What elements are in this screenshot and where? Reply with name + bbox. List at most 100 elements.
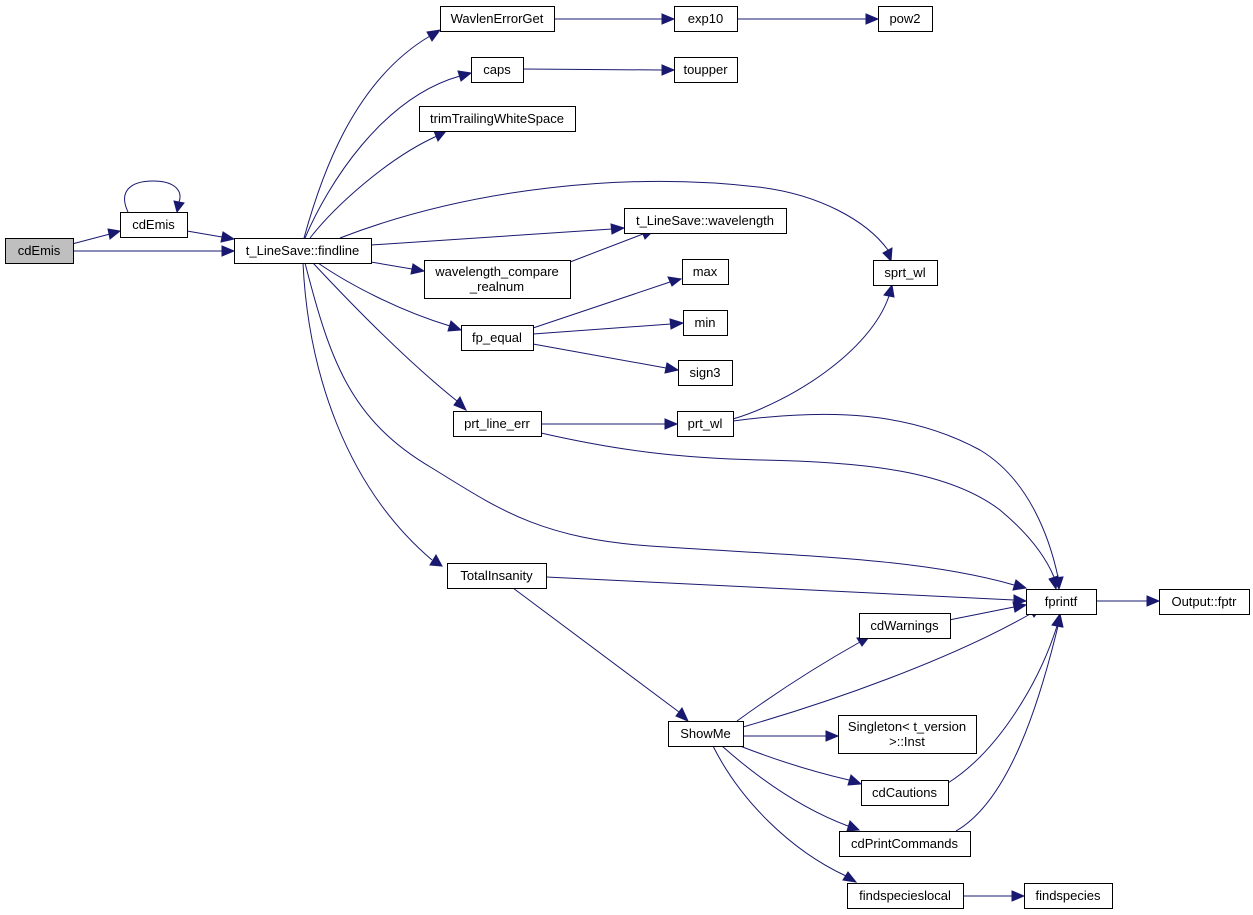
- node-prt_wl[interactable]: prt_wl: [677, 411, 734, 437]
- arrowhead-icon: [220, 231, 236, 243]
- node-label: min: [695, 315, 716, 330]
- arrowhead-icon: [610, 223, 626, 235]
- node-label: t_LineSave::wavelength: [636, 213, 774, 228]
- edge-line: [304, 262, 1015, 586]
- node-cdPrintCommands[interactable]: cdPrintCommands: [839, 831, 971, 857]
- arrowhead-icon: [661, 64, 676, 76]
- arrowhead-icon: [173, 200, 185, 214]
- edge-TotalInsanity-to-fprintf: [545, 576, 1028, 606]
- node-TotalInsanity[interactable]: TotalInsanity: [447, 563, 547, 589]
- node-label: >::Inst: [889, 734, 925, 749]
- arrowhead-icon: [883, 283, 895, 298]
- node-label: cdWarnings: [870, 618, 939, 633]
- edge-line: [522, 68, 663, 71]
- arrowhead-icon: [865, 13, 880, 25]
- node-trimTrailingWhiteSpace[interactable]: trimTrailingWhiteSpace: [419, 106, 576, 132]
- edge-findline-to-WavlenErrorGet: [303, 29, 442, 239]
- arrowhead-icon: [1146, 595, 1161, 607]
- edge-line: [71, 233, 111, 245]
- node-box: [838, 715, 977, 754]
- node-sprt_wl[interactable]: sprt_wl: [873, 260, 938, 286]
- node-findspecieslocal[interactable]: findspecieslocal: [847, 883, 964, 909]
- nodes-layer: cdEmiscdEmist_LineSave::findlineWavlenEr…: [5, 6, 1250, 909]
- node-box: [674, 6, 738, 32]
- node-label: cdCautions: [872, 785, 938, 800]
- edge-fprintf-to-fptr: [1096, 595, 1161, 607]
- arrowhead-icon: [1012, 601, 1028, 613]
- edge-line: [304, 75, 461, 239]
- edge-cdEmis-to-findline: [186, 230, 236, 243]
- edge-line: [370, 261, 413, 270]
- node-Singleton[interactable]: Singleton< t_version>::Inst: [838, 715, 977, 754]
- node-label: findspecies: [1035, 888, 1101, 903]
- node-cdEmis_root[interactable]: cdEmis: [5, 238, 74, 264]
- edge-line: [732, 295, 890, 420]
- node-label: _realnum: [469, 279, 524, 294]
- edge-line: [569, 233, 644, 263]
- edge-line: [512, 587, 680, 713]
- arrowhead-icon: [842, 871, 858, 883]
- edge-line: [532, 281, 671, 329]
- node-WavlenErrorGet[interactable]: WavlenErrorGet: [440, 6, 555, 32]
- node-label: Output::fptr: [1171, 594, 1237, 609]
- node-label: pow2: [889, 11, 920, 26]
- node-box: [447, 563, 547, 589]
- node-box: [861, 780, 949, 806]
- arrowhead-icon: [1052, 612, 1064, 628]
- node-label: fp_equal: [472, 330, 522, 345]
- node-wavelength[interactable]: t_LineSave::wavelength: [624, 208, 787, 234]
- edge-line: [732, 413, 1059, 578]
- node-box: [859, 613, 951, 639]
- node-fprintf[interactable]: fprintf: [1026, 589, 1097, 615]
- edge-ShowMe-to-cdCautions: [739, 745, 863, 786]
- arrowhead-icon: [664, 418, 679, 430]
- edge-line: [186, 230, 223, 238]
- node-max[interactable]: max: [682, 259, 729, 285]
- node-findline[interactable]: t_LineSave::findline: [234, 238, 372, 264]
- node-sign3[interactable]: sign3: [678, 360, 733, 386]
- node-label: t_LineSave::findline: [246, 243, 359, 258]
- edge-line: [721, 745, 849, 827]
- node-fp_equal[interactable]: fp_equal: [461, 325, 534, 351]
- node-pow2[interactable]: pow2: [878, 6, 933, 32]
- edge-line: [948, 606, 1015, 621]
- edges-layer: [71, 13, 1161, 902]
- node-cdCautions[interactable]: cdCautions: [861, 780, 949, 806]
- node-exp10[interactable]: exp10: [674, 6, 738, 32]
- edge-findline-to-fp_equal: [317, 262, 463, 332]
- node-toupper[interactable]: toupper: [674, 57, 738, 83]
- edge-findline-to-fprintf: [304, 262, 1028, 591]
- node-cdWarnings[interactable]: cdWarnings: [859, 613, 951, 639]
- edge-findline-to-wavelength_compare: [370, 261, 426, 275]
- node-label: ShowMe: [680, 726, 731, 741]
- arrowhead-icon: [410, 263, 426, 275]
- edge-ShowMe-to-findspecieslocal: [712, 745, 858, 883]
- node-box: [683, 310, 728, 336]
- edge-fp_equal-to-max: [532, 276, 683, 329]
- edge-TotalInsanity-to-ShowMe: [512, 587, 689, 722]
- node-findspecies[interactable]: findspecies: [1024, 883, 1113, 909]
- node-label: fprintf: [1045, 594, 1078, 609]
- node-box: [1024, 883, 1113, 909]
- node-min[interactable]: min: [683, 310, 728, 336]
- edge-findspecieslocal-to-findspecies: [963, 890, 1026, 902]
- node-ShowMe[interactable]: ShowMe: [668, 721, 744, 747]
- node-prt_line_err[interactable]: prt_line_err: [453, 411, 542, 437]
- edge-prt_line_err-to-prt_wl: [541, 418, 679, 430]
- node-cdEmis[interactable]: cdEmis: [120, 212, 188, 238]
- edge-fp_equal-to-sign3: [532, 343, 680, 374]
- edge-line: [312, 262, 458, 402]
- edge-fp_equal-to-min: [532, 318, 685, 335]
- arrowhead-icon: [661, 13, 676, 25]
- node-caps[interactable]: caps: [471, 57, 524, 83]
- node-box: [678, 360, 733, 386]
- node-fptr[interactable]: Output::fptr: [1159, 589, 1250, 615]
- node-box: [424, 260, 571, 299]
- edge-caps-to-toupper: [522, 64, 676, 76]
- edge-line: [947, 625, 1058, 784]
- edge-prt_line_err-to-fprintf: [540, 432, 1059, 591]
- node-wavelength_compare[interactable]: wavelength_compare_realnum: [424, 260, 571, 299]
- node-box: [419, 106, 576, 132]
- edge-ShowMe-to-cdPrintCommands: [721, 745, 861, 832]
